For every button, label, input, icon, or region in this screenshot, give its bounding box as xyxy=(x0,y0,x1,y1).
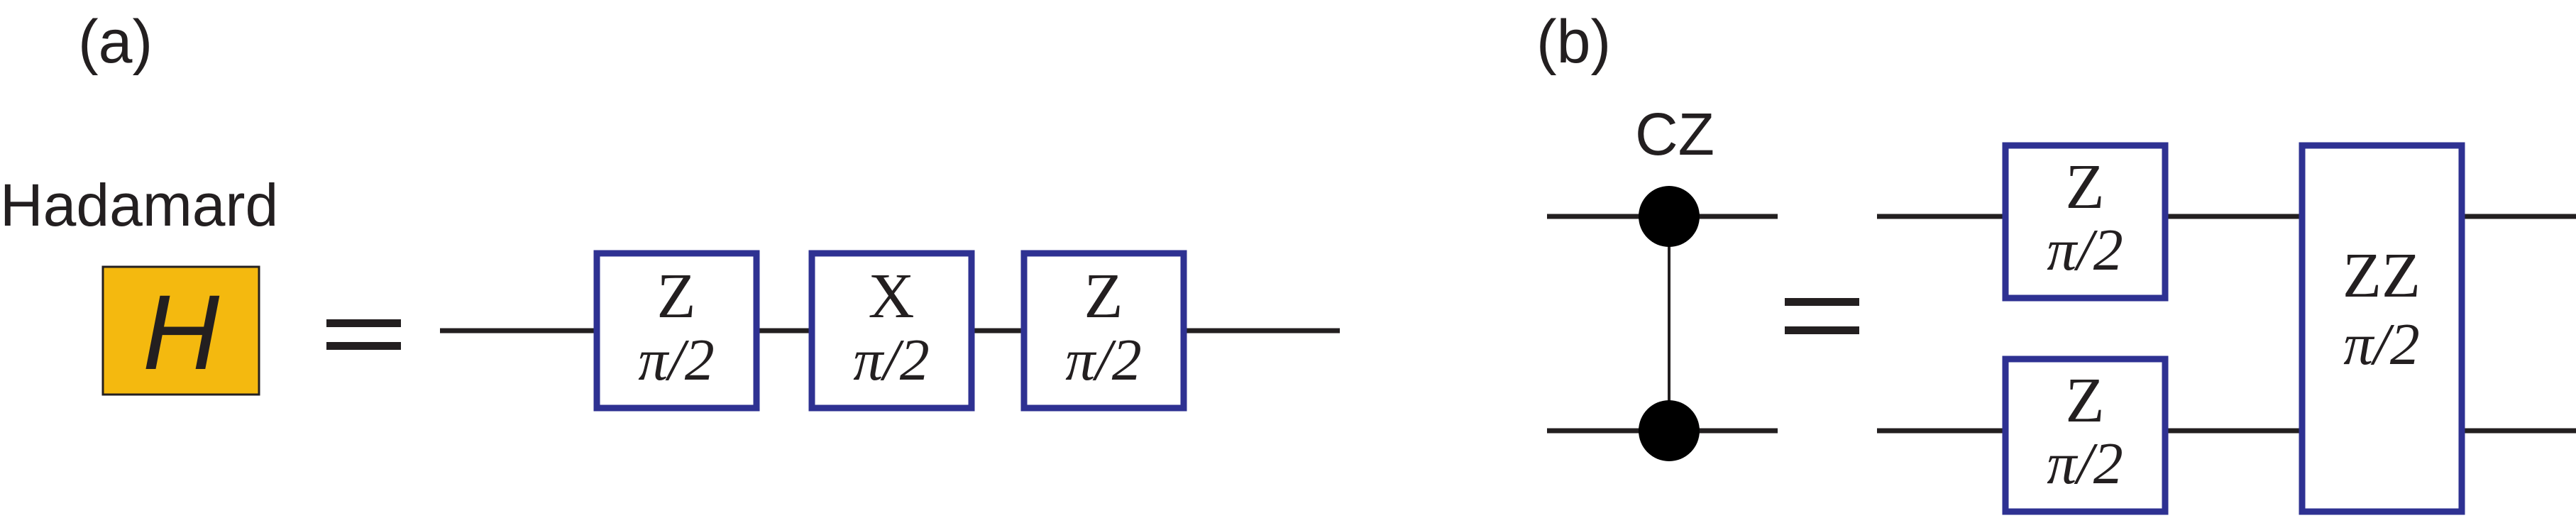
gate-z-pi2-first: Z π/2 xyxy=(593,250,760,412)
panel-b: (b) CZ Z π/2 Z π/2 ZZ π/2 xyxy=(1536,8,2576,515)
hadamard-gate-box xyxy=(101,265,260,396)
gate-x-pi2: X π/2 xyxy=(808,250,975,412)
gate-angle-label: π/2 xyxy=(2047,431,2123,497)
gate-axis-label: Z xyxy=(2066,152,2105,222)
gate-axis-label: ZZ xyxy=(2343,241,2421,311)
gate-axis-label: X xyxy=(869,261,915,331)
panel-b-label: (b) xyxy=(1536,8,1611,76)
cz-control-dot-top xyxy=(1639,186,1700,247)
hadamard-symbol: H xyxy=(143,272,220,392)
panel-a: (a) Hadamard H Z π/2 X π/2 Z π/2 xyxy=(0,8,1340,412)
gate-z-pi2-bottom: Z π/2 xyxy=(2002,356,2169,515)
gate-angle-label: π/2 xyxy=(2047,217,2123,283)
gate-z-pi2-second: Z π/2 xyxy=(1020,250,1187,412)
cz-title: CZ xyxy=(1635,101,1714,167)
gate-angle-label: π/2 xyxy=(638,327,714,393)
gate-zz-pi2: ZZ π/2 xyxy=(2299,142,2465,515)
gate-axis-label: Z xyxy=(657,261,696,331)
equals-sign-b xyxy=(1785,298,1859,334)
gate-angle-label: π/2 xyxy=(1065,327,1141,393)
hadamard-title: Hadamard xyxy=(0,172,278,238)
gate-z-pi2-top: Z π/2 xyxy=(2002,142,2169,302)
panel-a-label: (a) xyxy=(78,8,153,76)
gate-axis-label: Z xyxy=(2066,365,2105,436)
gate-angle-label: π/2 xyxy=(853,327,929,393)
cz-control-dot-bottom xyxy=(1639,400,1700,461)
gate-angle-label: π/2 xyxy=(2343,312,2419,378)
gate-axis-label: Z xyxy=(1084,261,1123,331)
equals-sign-a xyxy=(326,319,401,350)
